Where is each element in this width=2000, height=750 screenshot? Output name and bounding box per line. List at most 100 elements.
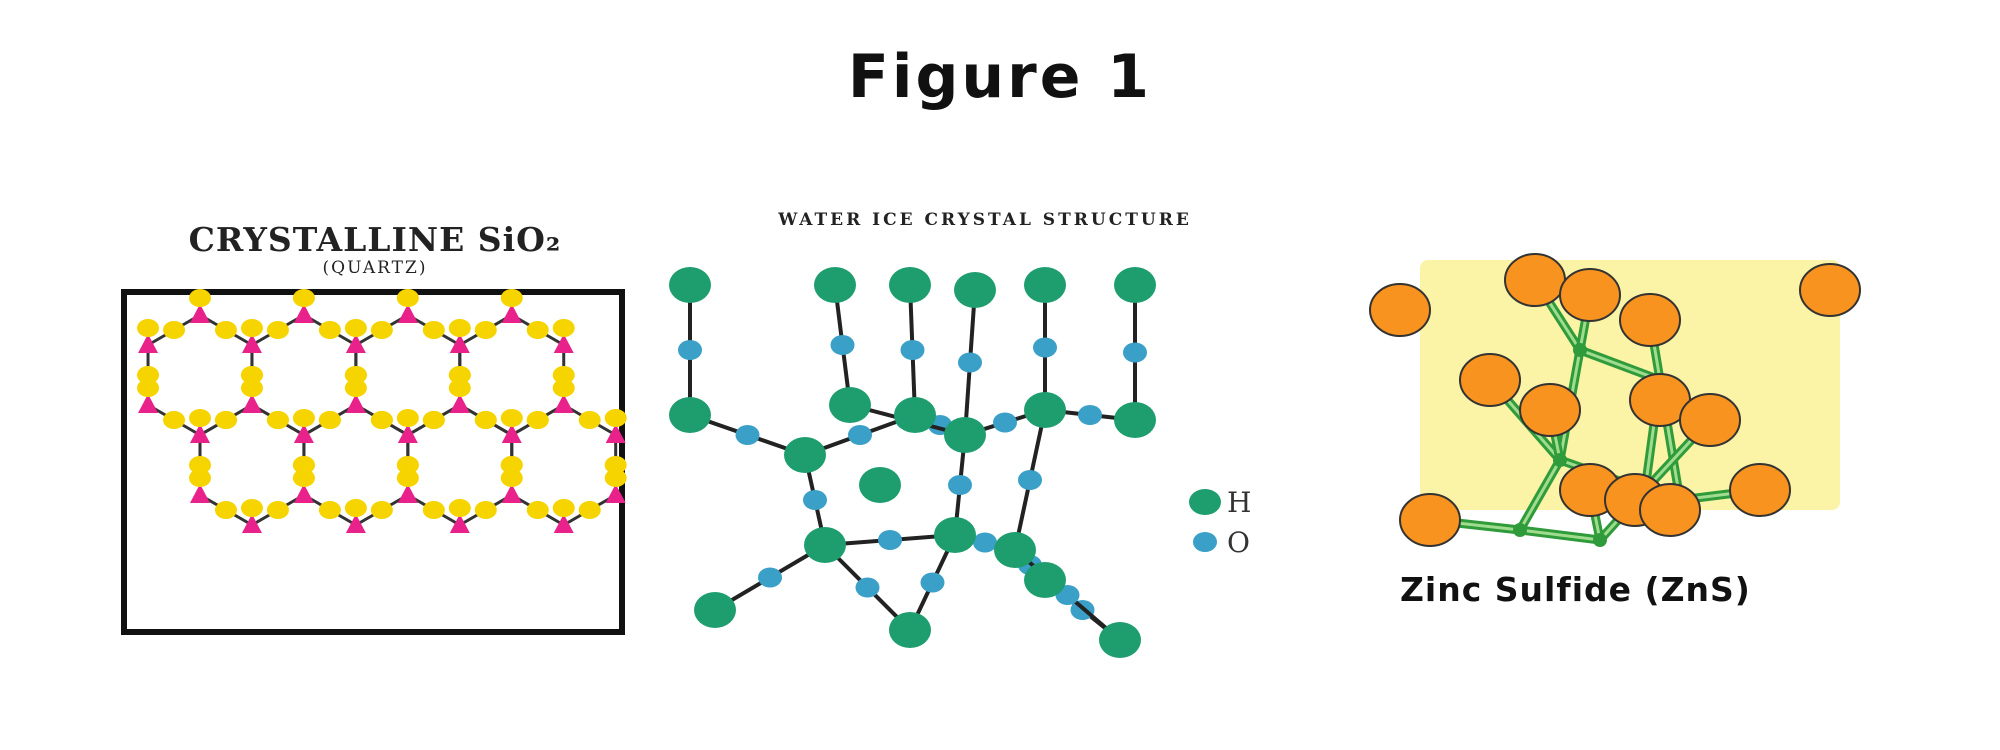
zns-sulfur-atom — [1729, 463, 1791, 517]
quartz-oxygen-atom — [266, 321, 289, 339]
quartz-oxygen-atom — [344, 499, 367, 517]
figure-title: Figure 1 — [847, 42, 1153, 112]
zns-sulfur-atom — [1369, 283, 1431, 337]
quartz-oxygen-atom — [474, 411, 497, 429]
quartz-oxygen-atom — [292, 289, 315, 307]
quartz-silicon-atom — [449, 514, 470, 533]
zns-caption: Zinc Sulfide (ZnS) — [1400, 570, 1751, 609]
quartz-oxygen-atom — [163, 411, 186, 429]
quartz-silicon-atom — [293, 424, 314, 443]
zns-sulfur-atom — [1639, 483, 1701, 537]
quartz-oxygen-atom — [137, 379, 160, 397]
ice-oxygen-atom — [758, 567, 782, 588]
quartz-silicon-atom — [190, 484, 210, 503]
quartz-silicon-atom — [449, 394, 470, 413]
ice-hydrogen-atom — [859, 467, 901, 503]
ice-hydrogen-atom — [1024, 392, 1066, 428]
ice-hydrogen-atom — [1024, 562, 1066, 598]
ice-oxygen-atom — [1018, 470, 1042, 490]
zns-zinc-node — [1593, 533, 1607, 547]
zns-background — [1420, 260, 1840, 510]
ice-hydrogen-atom — [784, 437, 826, 473]
legend-h-label: H — [1227, 486, 1251, 519]
ice-oxygen-atom — [830, 335, 855, 355]
ice-hydrogen-atom — [814, 267, 856, 303]
ice-hydrogen-atom — [694, 592, 736, 628]
ice-hydrogen-atom — [1099, 622, 1141, 658]
quartz-oxygen-atom — [500, 289, 523, 307]
ice-hydrogen-atom — [1114, 402, 1156, 438]
ice-hydrogen-atom — [1024, 267, 1066, 303]
ice-oxygen-atom — [1078, 405, 1102, 425]
quartz-silicon-atom — [190, 424, 210, 443]
quartz-oxygen-atom — [318, 501, 341, 519]
quartz-oxygen-atom — [604, 456, 627, 474]
quartz-lattice — [137, 289, 627, 533]
ice-hydrogen-atom — [669, 267, 711, 303]
quartz-silicon-atom — [241, 514, 262, 533]
ice-oxygen-atom — [848, 425, 872, 445]
quartz-silicon-atom — [397, 424, 418, 443]
ice-oxygen-atom — [855, 577, 880, 598]
quartz-silicon-atom — [397, 484, 418, 503]
ice-hydrogen-atom — [829, 387, 871, 423]
ice-hydrogen-atom — [669, 397, 711, 433]
zns-bond-highlight — [1579, 348, 1661, 382]
zns-bond-highlight — [1518, 459, 1562, 531]
quartz-oxygen-atom — [189, 469, 211, 487]
legend-o-label: O — [1227, 526, 1250, 559]
quartz-silicon-atom — [605, 484, 626, 503]
quartz-panel: CRYSTALLINE SiO₂ (QUARTZ) — [110, 200, 640, 680]
quartz-silicon-atom — [553, 514, 574, 533]
quartz-oxygen-atom — [163, 321, 186, 339]
quartz-subtitle: (QUARTZ) — [322, 258, 428, 278]
quartz-oxygen-atom — [214, 501, 237, 519]
quartz-oxygen-atom — [552, 319, 575, 337]
quartz-oxygen-atom — [578, 501, 601, 519]
quartz-silicon-atom — [241, 334, 262, 353]
quartz-oxygen-atom — [422, 411, 445, 429]
quartz-oxygen-atom — [292, 456, 315, 474]
zns-zinc-node — [1553, 453, 1567, 467]
quartz-oxygen-atom — [448, 379, 471, 397]
quartz-oxygen-atom — [552, 366, 575, 384]
quartz-oxygen-atom — [422, 501, 445, 519]
quartz-oxygen-atom — [526, 411, 549, 429]
quartz-oxygen-atom — [552, 499, 575, 517]
ice-oxygen-atom — [1033, 337, 1057, 358]
quartz-oxygen-atom — [214, 321, 237, 339]
zns-zinc-node — [1573, 343, 1587, 357]
quartz-silicon-atom — [553, 394, 574, 413]
ice-oxygen-atom — [920, 572, 945, 593]
zns-panel: Zinc Sulfide (ZnS) — [1360, 240, 1920, 640]
legend-o-swatch — [1193, 532, 1217, 552]
quartz-silicon-atom — [345, 514, 366, 533]
quartz-silicon-atom — [501, 304, 522, 323]
ice-oxygen-atom — [948, 475, 972, 495]
zns-sulfur-atom — [1559, 268, 1621, 322]
zns-sulfur-atom — [1799, 263, 1861, 317]
zns-sulfur-atom — [1519, 383, 1581, 437]
ice-hydrogen-atom — [894, 397, 936, 433]
ice-panel: WATER ICE CRYSTAL STRUCTURE H O — [665, 200, 1305, 680]
quartz-oxygen-atom — [604, 469, 627, 487]
quartz-oxygen-atom — [344, 319, 367, 337]
quartz-oxygen-atom — [448, 366, 471, 384]
quartz-oxygen-atom — [474, 321, 497, 339]
ice-oxygen-atom — [878, 530, 902, 550]
quartz-oxygen-atom — [266, 411, 289, 429]
zns-bond-highlight — [1519, 528, 1601, 542]
zns-zinc-node — [1513, 523, 1527, 537]
ice-hydrogen-atom — [954, 272, 996, 308]
quartz-oxygen-atom — [604, 409, 627, 427]
quartz-silicon-atom — [397, 304, 418, 323]
ice-hydrogen-atom — [994, 532, 1036, 568]
quartz-oxygen-atom — [526, 321, 549, 339]
quartz-oxygen-atom — [396, 409, 419, 427]
quartz-oxygen-atom — [292, 409, 315, 427]
ice-oxygen-atom — [678, 340, 702, 360]
quartz-silicon-atom — [501, 424, 522, 443]
ice-hydrogen-atom — [889, 612, 931, 648]
quartz-oxygen-atom — [448, 319, 471, 337]
quartz-oxygen-atom — [318, 321, 341, 339]
